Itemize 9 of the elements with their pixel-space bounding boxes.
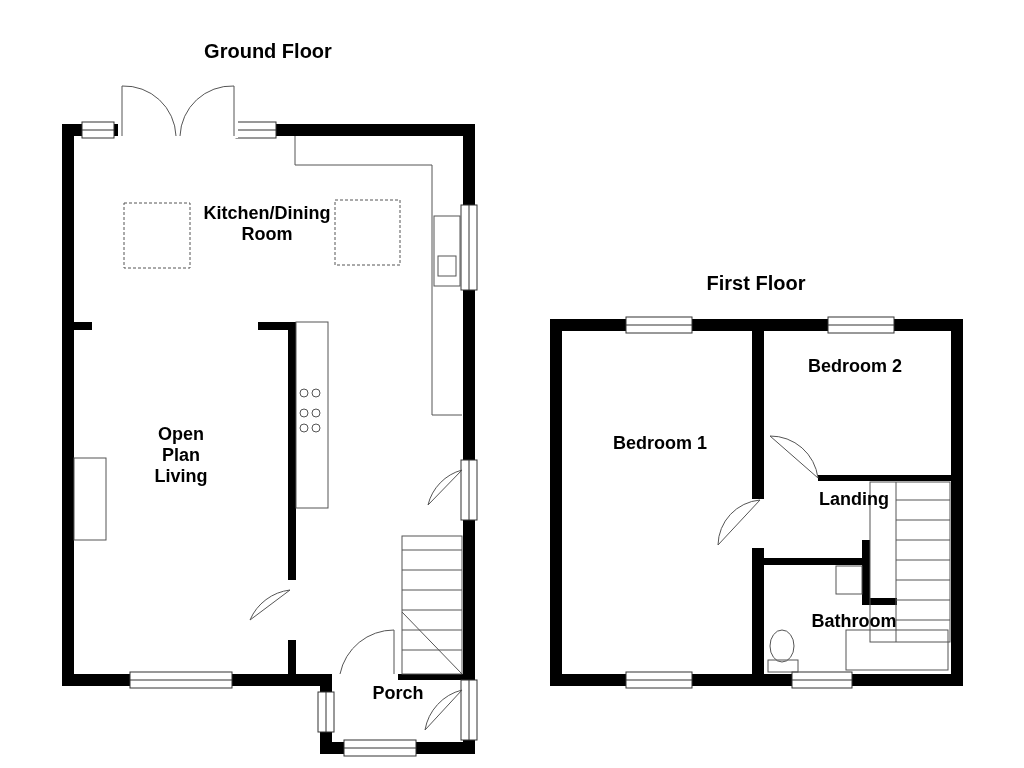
floor-heading: Ground Floor [203,39,333,64]
room-label: Bathroom [810,611,898,632]
room-label: Porch [371,683,425,704]
room-label: Landing [818,489,890,510]
room-label: Open Plan Living [153,424,209,487]
room-label: Bedroom 1 [612,433,708,454]
room-label: Bedroom 2 [807,356,903,377]
room-label: Kitchen/Dining Room [202,203,332,245]
floor-heading: First Floor [705,271,807,296]
